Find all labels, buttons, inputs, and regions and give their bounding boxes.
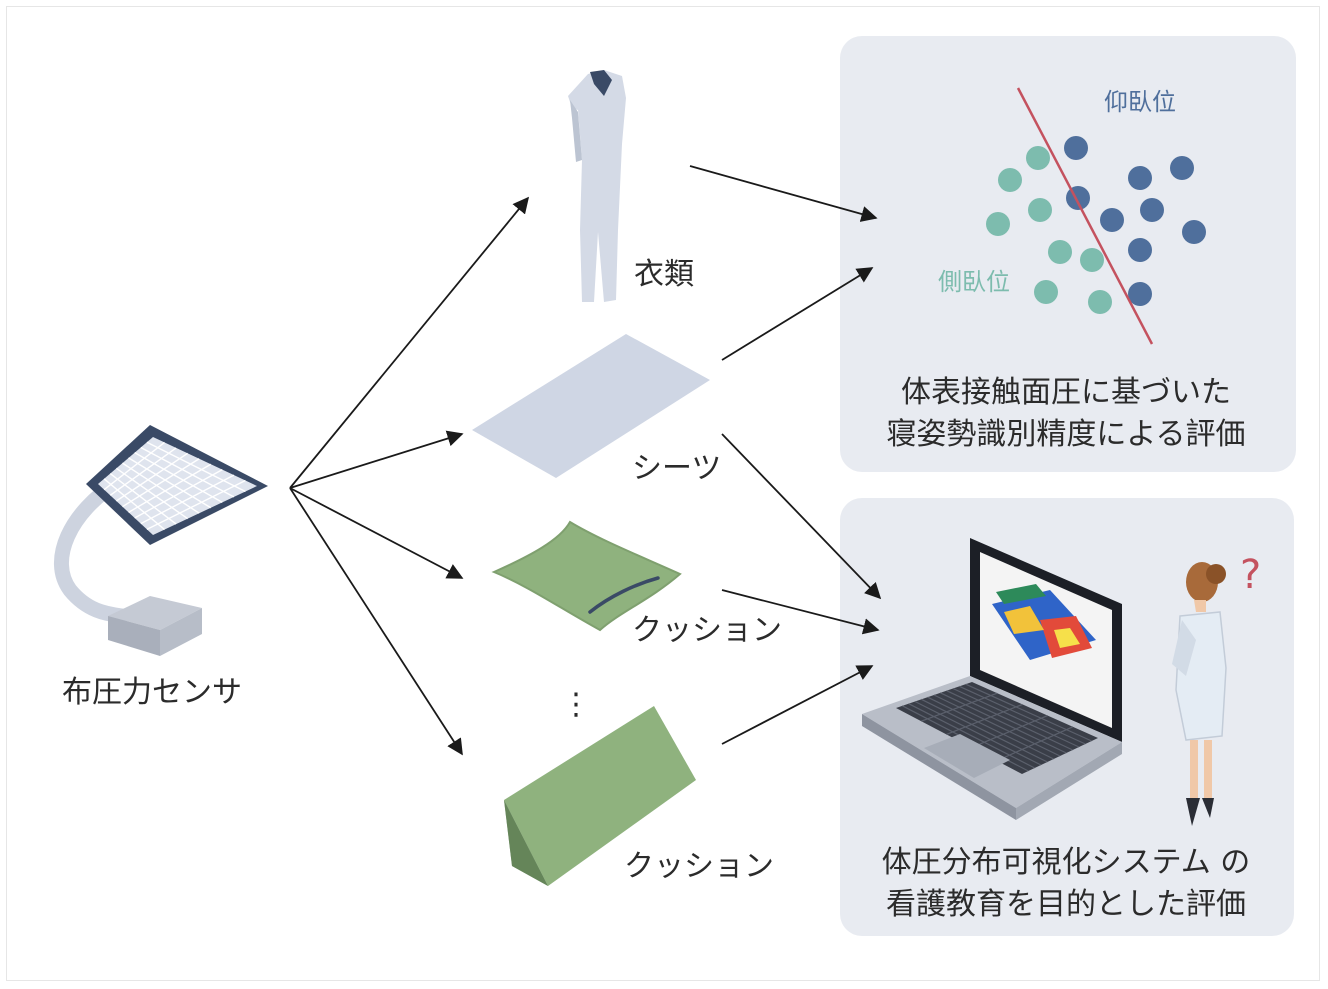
posture-caption-line2: 寝姿勢識別精度による評価 — [886, 417, 1245, 452]
keyboard-column-line — [933, 694, 1061, 757]
supine-label: 仰臥位 — [1104, 88, 1176, 116]
arrow-cushion1-to-education — [721, 589, 880, 635]
keyboard-column-line — [940, 692, 1067, 754]
keyboard-column-line — [965, 683, 1092, 742]
education-caption-line2: 看護教育を目的とした評価 — [886, 887, 1246, 922]
sheet-label: シーツ — [632, 451, 721, 486]
supine-dot — [1128, 166, 1152, 190]
keyboard-column-line — [914, 700, 1042, 766]
sensor-grid-line — [122, 458, 200, 508]
sensor-grid-line — [109, 473, 177, 525]
sensor-grid-line — [128, 457, 212, 509]
arrow-clothing-to-posture — [689, 165, 878, 222]
supine-dot — [1128, 238, 1152, 262]
lateral-dot — [986, 212, 1010, 236]
sensor-grid-line — [103, 478, 166, 531]
laptop-icon — [862, 538, 1122, 820]
cushion-pillow-icon — [491, 520, 682, 632]
sensor-grid-line — [128, 463, 212, 513]
supine-dot — [1100, 208, 1124, 232]
sheet-icon — [472, 334, 710, 478]
arrow-sheet-to-education — [721, 433, 882, 600]
arrow-sensor-to-cushion2 — [289, 487, 463, 756]
sensor-grid-line — [115, 452, 189, 502]
supine-dot — [1170, 156, 1194, 180]
sensor-grid-line — [146, 479, 246, 530]
sensor-grid-line — [109, 447, 177, 496]
cushion-label-2: クッション — [624, 849, 774, 884]
sensor-grid-line — [115, 467, 189, 520]
supine-dot — [1066, 186, 1090, 210]
supine-dot — [1182, 220, 1206, 244]
cushion-label-1: クッション — [632, 613, 782, 648]
arrow-sensor-to-sheet — [289, 430, 464, 489]
sensor-label: 布圧力センサ — [62, 675, 242, 710]
question-mark: ? — [1240, 552, 1261, 598]
sensor-grid-line — [140, 474, 235, 525]
lateral-dot — [1088, 290, 1112, 314]
arrow-cushion2-to-education — [721, 665, 874, 745]
cushion-wedge-icon — [504, 706, 696, 886]
supine-dot — [1140, 198, 1164, 222]
flow-arrows — [289, 165, 882, 756]
clothing-icon — [568, 70, 626, 302]
lateral-dot — [998, 168, 1022, 192]
lateral-dot — [1080, 248, 1104, 272]
posture-caption-line1: 体表接触面圧に基づいた — [901, 375, 1231, 410]
sensor-grid-line — [122, 462, 200, 514]
arrow-sheet-to-posture — [721, 267, 874, 361]
arrow-sensor-to-clothing — [289, 196, 530, 489]
keyboard-column-line — [921, 698, 1048, 763]
lateral-dot — [1048, 240, 1072, 264]
supine-dot — [1064, 136, 1088, 160]
lateral-dot — [1028, 198, 1052, 222]
lateral-dot — [1026, 146, 1050, 170]
keyboard-column-line — [908, 703, 1035, 769]
lateral-dot — [1034, 280, 1058, 304]
clothing-label: 衣類 — [634, 257, 694, 292]
sensor-grid-line — [134, 452, 223, 503]
keyboard-column-line — [946, 690, 1073, 751]
nurse-figure-icon — [1172, 562, 1227, 826]
sensor-grid-line — [146, 441, 246, 493]
ellipsis-mark: ⋮ — [561, 687, 591, 722]
pressure-sensor-icon — [54, 425, 268, 656]
sensor-grid-line — [140, 446, 235, 498]
arrow-sensor-to-cushion1 — [289, 487, 464, 579]
keyboard-column-line — [952, 687, 1080, 748]
keyboard-column-line — [959, 685, 1086, 745]
keyboard-column-line — [927, 696, 1054, 760]
education-caption-line1: 体圧分布可視化システム の — [882, 845, 1251, 880]
posture-scatter — [986, 136, 1206, 314]
supine-dot — [1128, 282, 1152, 306]
lateral-label: 側臥位 — [938, 268, 1010, 296]
sensor-grid-line — [103, 441, 165, 491]
classification-divider-line — [1016, 87, 1154, 345]
sensor-grid-line — [134, 469, 223, 519]
